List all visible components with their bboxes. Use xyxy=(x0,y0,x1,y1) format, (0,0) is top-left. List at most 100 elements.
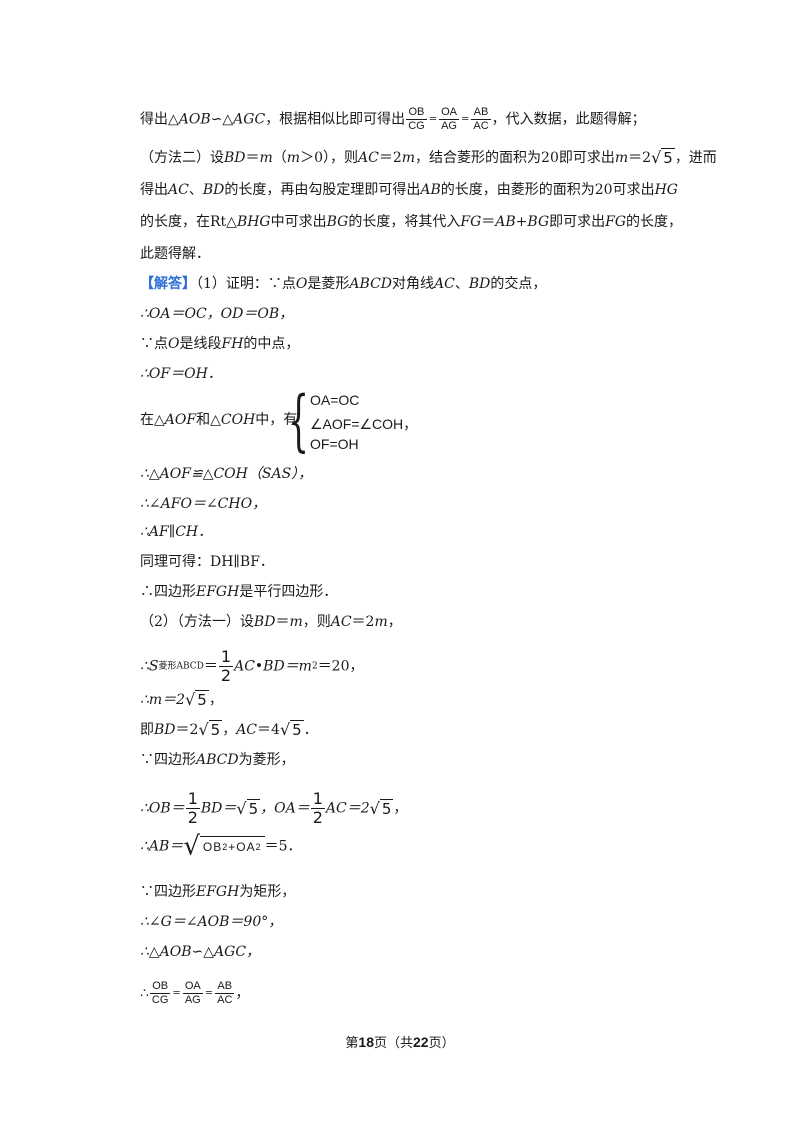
text: ＝ xyxy=(203,658,218,675)
text: ∴△AOB∽△AGC， xyxy=(140,944,261,960)
text: AC xyxy=(236,722,258,738)
text: ， xyxy=(393,800,408,817)
text: ＝2 xyxy=(351,614,375,630)
text: ， xyxy=(235,985,250,1002)
text: 是平行四边形． xyxy=(239,584,338,600)
text: ∴ xyxy=(140,985,149,1002)
denominator: AC xyxy=(473,120,489,132)
square-root: √5 xyxy=(279,720,304,739)
text: BG xyxy=(527,214,550,230)
denominator: 2 xyxy=(312,808,323,827)
text-line-13: ∴AF∥CH． xyxy=(140,522,680,542)
text: 、 xyxy=(454,276,469,292)
text-line-20: ∵四边形ABCD为菱形， xyxy=(140,750,680,770)
text: ，OA＝ xyxy=(260,800,310,817)
text: ，代入数据，此题得解； xyxy=(491,111,646,128)
text: +OA xyxy=(228,839,256,854)
text: ∴四边形 xyxy=(140,584,196,600)
text: ∴OF＝OH． xyxy=(140,366,222,382)
system-row-2: ∠AOF=∠COH， xyxy=(310,414,417,434)
text: 即 xyxy=(140,722,154,738)
text: ， xyxy=(403,416,418,432)
text: 的长度，由菱形的面积为20可求出 xyxy=(440,182,655,198)
text: 即可求出 xyxy=(549,214,606,230)
text: （2）（方法一）设 xyxy=(140,614,254,630)
text-line-22: ∴AB＝√OB2+OA2＝5． xyxy=(140,833,680,859)
text: ＝5． xyxy=(264,838,302,855)
text-line-25: ∴△AOB∽△AGC， xyxy=(140,942,680,962)
text: 的长度， xyxy=(626,214,683,230)
text: ∴∠AFO＝∠CHO， xyxy=(140,496,267,512)
text: AC xyxy=(434,276,455,292)
text: O xyxy=(168,336,180,352)
text: ABCD xyxy=(349,276,393,292)
text: ＞0），则 xyxy=(300,150,358,166)
text: ∴OA＝OC，OD＝OB， xyxy=(140,306,294,322)
answer-heading-line: 【解答】（1）证明：∵点O是菱形ABCD对角线AC、BD的交点， xyxy=(140,274,680,294)
text: BD＝ xyxy=(200,800,237,817)
text: AC xyxy=(358,150,379,166)
text: ， xyxy=(222,722,237,738)
text: 、 xyxy=(188,182,203,198)
text: ∴m＝2 xyxy=(140,692,186,708)
text: AC•BD＝m xyxy=(234,658,312,675)
radicand: 5 xyxy=(246,798,261,818)
text-line-19: 即BD＝2√5，AC＝4√5． xyxy=(140,720,680,740)
text-line-15: ∴四边形EFGH是平行四边形． xyxy=(140,582,680,602)
text: 是线段 xyxy=(179,336,222,352)
text: AGC xyxy=(233,111,266,128)
text-line-3: 得出AC、BD的长度，再由勾股定理即可得出AB的长度，由菱形的面积为20可求出H… xyxy=(140,180,680,200)
text: ∴△AOF≌△COH（SAS）， xyxy=(140,466,313,482)
text: 此题得解． xyxy=(140,246,210,262)
text: ∠AOF=∠COH xyxy=(310,416,404,432)
text: 在△ xyxy=(140,412,165,428)
text-line-7: ∴OA＝OC，OD＝OB， xyxy=(140,304,680,324)
text: AC xyxy=(168,182,189,198)
text: ，则 xyxy=(302,614,331,630)
text: ＝ xyxy=(275,614,290,630)
footer-text: 页（共 xyxy=(373,1036,413,1051)
equals-sign: = xyxy=(204,987,214,999)
text: 得出 xyxy=(140,182,168,198)
square-root: √5 xyxy=(651,148,675,167)
text: 得出△ xyxy=(140,111,179,128)
text: HG xyxy=(654,182,678,198)
text: ， xyxy=(208,692,223,708)
subscript: 菱形ABCD xyxy=(158,661,204,672)
superscript: 2 xyxy=(255,841,262,852)
text: AOB xyxy=(178,111,211,128)
denominator: AC xyxy=(217,994,233,1006)
text: FG xyxy=(605,214,627,230)
square-root: √5 xyxy=(198,720,223,739)
text-line-12: ∴∠AFO＝∠CHO， xyxy=(140,494,680,514)
text: ，结合菱形的面积为20即可求出 xyxy=(415,150,615,166)
text-line-24: ∴∠G＝∠AOB＝90°， xyxy=(140,912,680,932)
denominator: 2 xyxy=(187,808,198,827)
text: AC＝2 xyxy=(325,800,370,817)
text: ＝2 xyxy=(175,722,199,738)
text-line-16: （2）（方法一）设BD＝m，则AC＝2m， xyxy=(140,612,680,632)
text: ∵点 xyxy=(140,336,168,352)
page-footer: 第18页（共22页） xyxy=(0,1032,800,1051)
numerator: 1 xyxy=(185,789,200,809)
text: m xyxy=(614,150,629,166)
text: BD xyxy=(468,276,491,292)
text: ∵四边形 xyxy=(140,884,196,900)
text: 对角线 xyxy=(392,276,435,292)
denominator: CG xyxy=(408,120,425,132)
text: + xyxy=(515,214,528,230)
text: ∴∠G＝∠AOB＝90°， xyxy=(140,914,283,930)
text: 为菱形， xyxy=(238,752,295,768)
footer-text: 页） xyxy=(428,1036,455,1051)
text-line-23: ∵四边形EFGH为矩形， xyxy=(140,882,680,902)
text-line-2: （方法二）设BD＝m（m＞0），则AC＝2m，结合菱形的面积为20即可求出m＝2… xyxy=(140,148,717,168)
answer-tag: 【解答】 xyxy=(140,276,196,292)
